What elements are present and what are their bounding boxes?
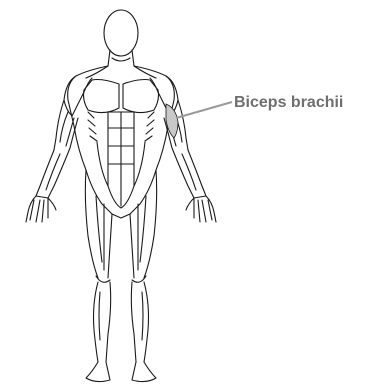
pectoral-left xyxy=(84,80,120,113)
head-outline xyxy=(104,10,138,56)
shin-right xyxy=(131,282,148,362)
hand-right xyxy=(186,196,216,222)
hand-left xyxy=(26,196,56,222)
foot-right xyxy=(132,362,156,382)
callout-leader-line xyxy=(176,102,232,118)
pectoral-right xyxy=(123,80,159,113)
rectus-abdominis xyxy=(108,112,134,208)
forearm-left xyxy=(36,148,70,198)
callout-label: Biceps brachii xyxy=(234,94,343,112)
trapezius xyxy=(86,66,156,78)
serratus-right xyxy=(145,112,154,141)
foot-left xyxy=(86,362,110,382)
shin-left xyxy=(94,282,111,362)
forearm-right xyxy=(172,148,206,198)
serratus-left xyxy=(88,112,97,141)
